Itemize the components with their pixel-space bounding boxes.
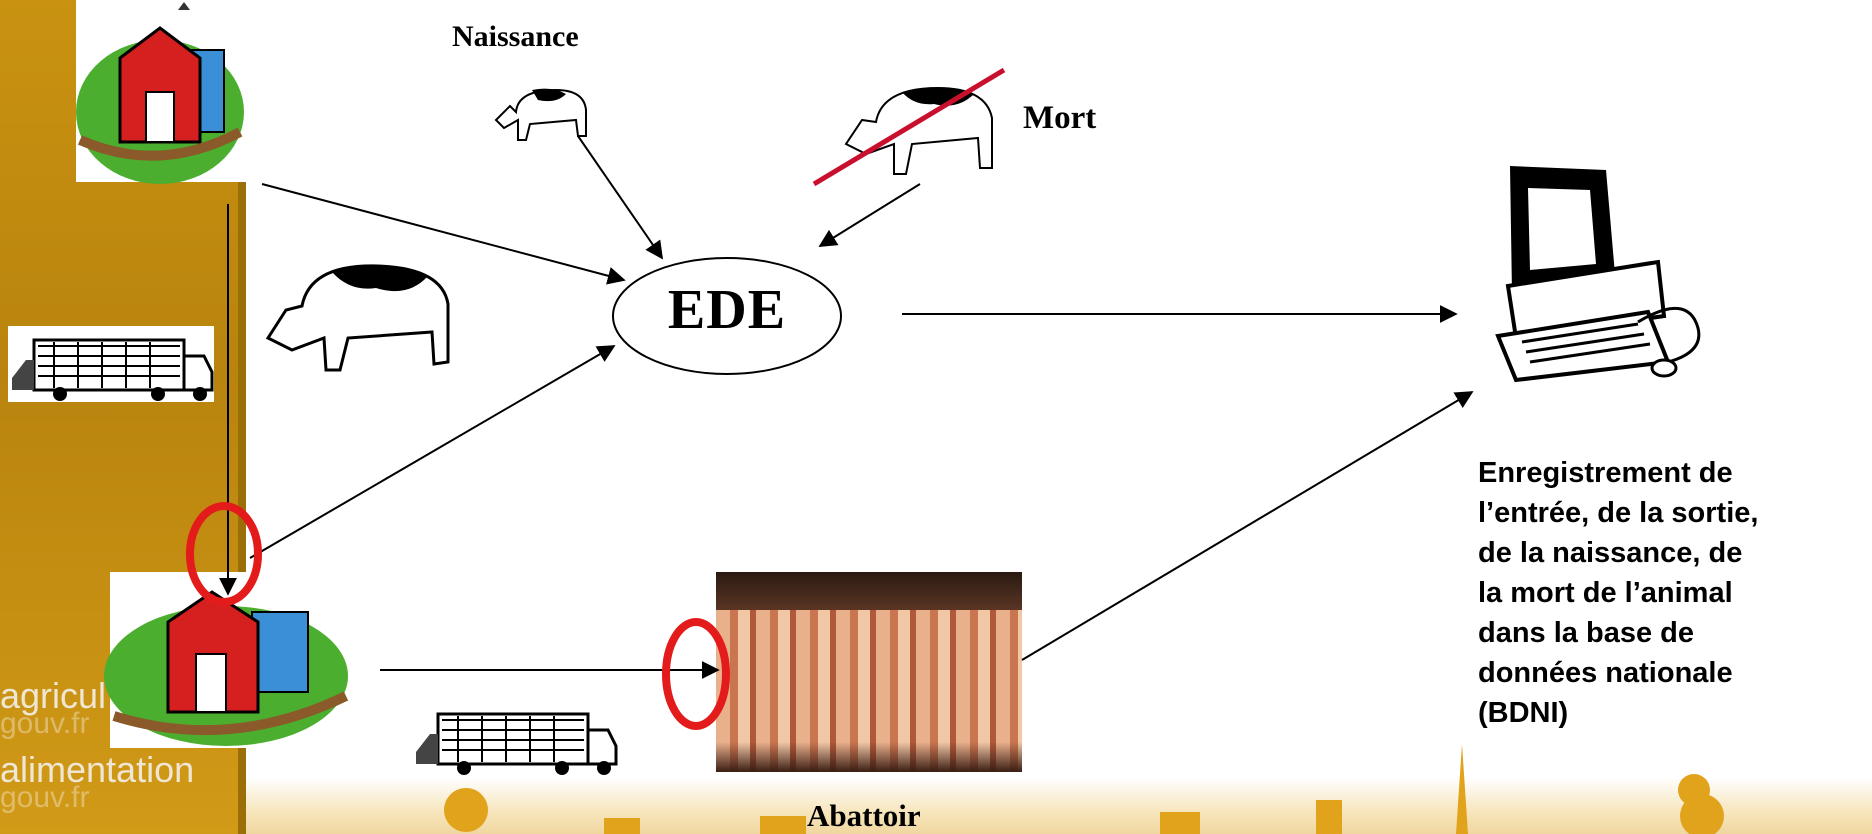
- arrow-farm-to-ede: [261, 183, 626, 285]
- arrow-birth-to-ede: [577, 135, 664, 260]
- description-line: de la naissance, de: [1478, 537, 1743, 569]
- description-line: données nationale: [1478, 657, 1733, 689]
- sidebar-text-alimentation: alimentation: [0, 749, 195, 790]
- birth-label: Naissance: [452, 20, 579, 53]
- arrow-death-to-ede: [818, 183, 921, 247]
- cow-large-icon: [265, 264, 450, 372]
- sidebar-text-gouv-2: gouv.fr: [0, 781, 90, 814]
- sidebar-edge: [238, 0, 246, 834]
- cow-small-icon: [494, 88, 587, 141]
- death-label: Mort: [1023, 100, 1097, 136]
- highlight-circle-farm: [186, 502, 262, 606]
- slaughterhouse-label: Abattoir: [807, 798, 921, 833]
- ede-node: [612, 257, 842, 375]
- ede-label: EDE: [667, 279, 787, 341]
- slaughterhouse-photo: [716, 572, 1022, 772]
- death-strike-line: [812, 67, 1006, 187]
- description-line: (BDNI): [1478, 697, 1569, 729]
- footer-silhouettes: [444, 744, 1724, 834]
- description-line: Enregistrement de: [1478, 457, 1733, 489]
- highlight-circle-abattoir: [662, 618, 730, 730]
- livestock-truck-left-icon: [8, 326, 214, 402]
- sidebar-text-agriculture: agricul: [0, 675, 107, 716]
- livestock-truck-bottom-icon: [412, 700, 618, 776]
- crossed-cow-icon: [844, 86, 993, 175]
- farm-top-icon: [76, 0, 246, 184]
- arrow-movement-to-ede: [249, 345, 616, 559]
- footer-decoration: [246, 778, 1872, 834]
- computer-icon: [1495, 166, 1701, 383]
- arrow-abattoir-to-computer: [1021, 391, 1474, 661]
- description-line: dans la base de: [1478, 617, 1694, 649]
- sidebar-text-gouv: gouv.fr: [0, 707, 90, 740]
- registration-description: Enregistrement de l’entrée, de la sortie…: [1478, 453, 1868, 733]
- description-line: la mort de l’animal: [1478, 577, 1733, 609]
- description-line: l’entrée, de la sortie,: [1478, 497, 1759, 529]
